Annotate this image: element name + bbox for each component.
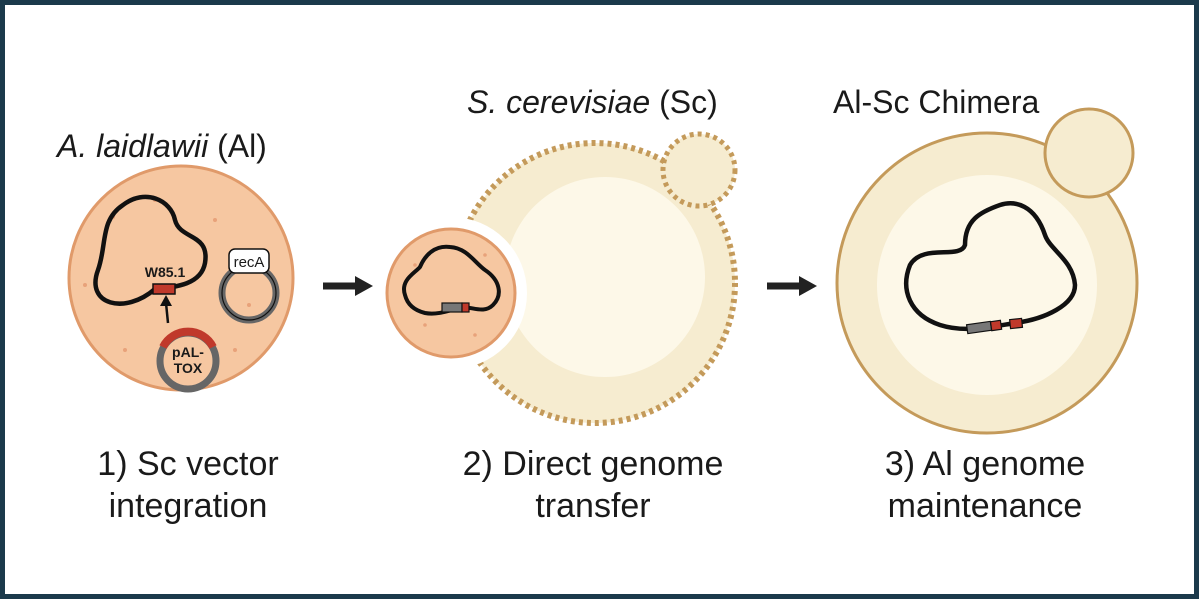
panel2-caption-line2: transfer (535, 487, 650, 525)
panel1-title: A. laidlawii (Al) (55, 128, 267, 164)
panel3-title: Al-Sc Chimera (833, 84, 1039, 120)
al-genome-transfer (402, 244, 501, 316)
panel2-title-suffix: (Sc) (650, 84, 718, 120)
paltox-label-line2: TOX (174, 360, 203, 376)
panel1-caption-line2: integration (109, 487, 268, 525)
panel-2: S. cerevisiae (Sc) 2) Direct genome tran… (375, 84, 738, 525)
paltox-label-line1: pAL- (172, 344, 204, 360)
reca-label: recA (234, 254, 265, 271)
arrow-2 (767, 276, 817, 296)
sc-nucleus (505, 177, 705, 377)
al-cell-fusing-dots (413, 253, 487, 337)
w85-label: W85.1 (145, 264, 186, 280)
chimera-genome (904, 201, 1078, 332)
integrated-vector-red (461, 302, 470, 313)
panel2-title-italic: S. cerevisiae (467, 84, 650, 120)
paltox-insert (159, 327, 217, 350)
al-cell-fusing (385, 227, 517, 359)
chimera-bud (1043, 107, 1135, 199)
chimera-vector-red-2 (1008, 317, 1024, 330)
panel2-caption-line1: 2) Direct genome (463, 445, 724, 483)
figure-frame: A. laidlawii (Al) W85.1 recA pAL- TOX 1)… (5, 5, 1194, 594)
panel1-title-italic: A. laidlawii (55, 128, 209, 164)
al-genome (93, 194, 208, 306)
panel-1: A. laidlawii (Al) W85.1 recA pAL- TOX 1)… (55, 128, 295, 525)
panel1-caption-line1: 1) Sc vector (97, 445, 278, 483)
insertion-arrow-head (160, 295, 172, 306)
chimera-vector-red (989, 319, 1003, 332)
panel3-caption-line2: maintenance (888, 487, 1083, 525)
diagram-canvas: A. laidlawii (Al) W85.1 recA pAL- TOX 1)… (55, 84, 1139, 525)
panel2-title: S. cerevisiae (Sc) (467, 84, 718, 120)
panel-3: Al-Sc Chimera 3) Al genome maintenance (833, 84, 1139, 525)
panel3-caption-line1: 3) Al genome (885, 445, 1085, 483)
insertion-arrow-shaft (164, 302, 170, 324)
panel1-title-suffix: (Al) (208, 128, 267, 164)
w85-site-marker (152, 283, 176, 295)
integrated-vector (441, 302, 463, 313)
sc-bud (660, 131, 738, 209)
reca-label-box (228, 248, 270, 274)
arrow-1 (323, 276, 373, 296)
